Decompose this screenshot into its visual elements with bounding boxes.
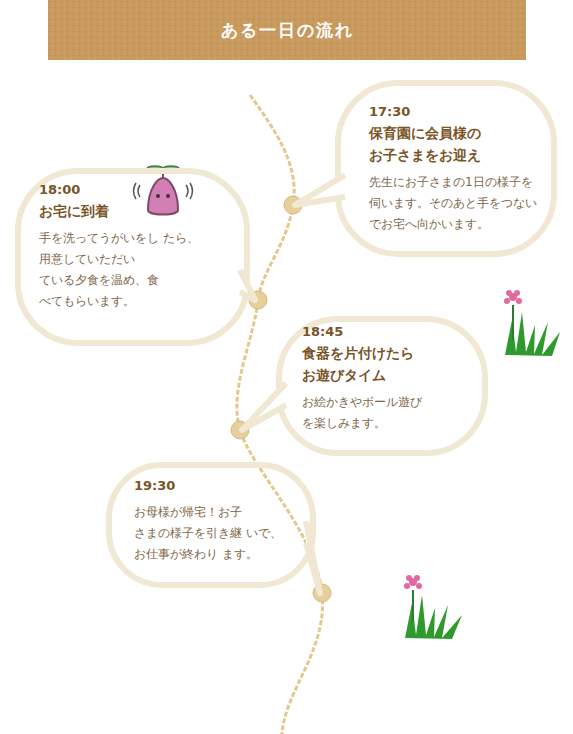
bubble-outline: [109, 465, 313, 585]
speech-bubble: 17:30保育園に会員様の お子さまをお迎え先生にお子さまの1日の様子を 伺いま…: [335, 80, 557, 257]
bubble-outline: [279, 319, 485, 453]
step-heading: 食器を片付けたら お遊びタイム: [302, 342, 477, 386]
flower-grass: [404, 575, 462, 639]
step-body: お母様が帰宅！お子 さまの様子を引き継 いで、お仕事が終わり ます。: [134, 502, 294, 565]
step-body: 先生にお子さまの1日の様子を 伺います。そのあと手をつない でお宅へ向かいます。: [369, 172, 554, 235]
bubble-tail: [306, 521, 320, 593]
speech-bubble: 18:00お宅に到着手を洗ってうがいをし たら、用意していただい ている夕食を温…: [15, 168, 250, 346]
speech-bubble: 18:45食器を片付けたら お遊びタイムお絵かきやボール遊び を楽しみます。: [276, 316, 488, 456]
flower-grass: [504, 290, 560, 356]
title-band: [48, 0, 526, 60]
bubble-outline: [18, 171, 247, 343]
step-heading: お宅に到着: [39, 200, 214, 222]
step-body: 手を洗ってうがいをし たら、用意していただい ている夕食を温め、食 べてもらいま…: [39, 228, 214, 312]
speech-bubble: 19:30 お母様が帰宅！お子 さまの様子を引き継 いで、お仕事が終わり ます。: [106, 462, 316, 588]
step-heading: 保育園に会員様の お子さまをお迎え: [369, 122, 554, 166]
title-text: ある一日の流れ: [48, 0, 526, 60]
time-label: 18:00: [39, 180, 214, 200]
time-label: 18:45: [302, 322, 477, 342]
step-body: お絵かきやボール遊び を楽しみます。: [302, 392, 477, 434]
bubble-tail: [242, 383, 286, 430]
time-label: 17:30: [369, 102, 554, 122]
time-label: 19:30: [134, 476, 294, 496]
bubble-tail: [295, 175, 345, 205]
bubble-tail: [240, 270, 255, 300]
bubble-outline: [338, 83, 554, 254]
